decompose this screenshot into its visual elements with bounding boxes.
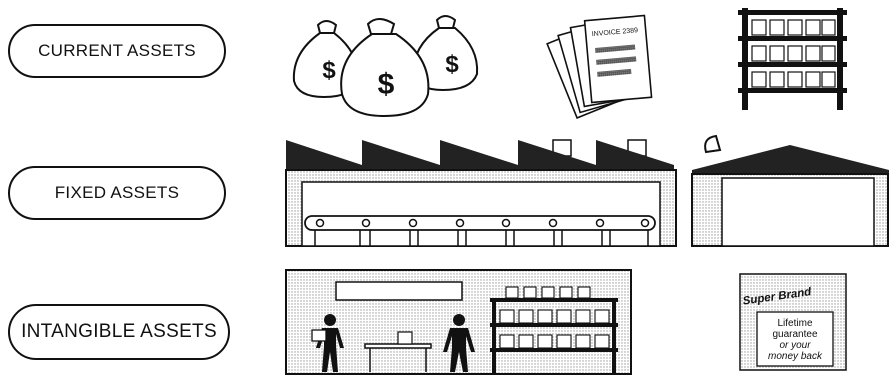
- warehouse-icon: [692, 136, 889, 246]
- guarantee-line-3: or your: [779, 340, 811, 351]
- stock-shelves-icon: [738, 8, 847, 110]
- guarantee-line-2: guarantee: [772, 329, 817, 340]
- invoices-icon: INVOICE 2389: [547, 16, 651, 118]
- dollar-sign-right: $: [445, 51, 459, 78]
- guarantee-line-1: Lifetime: [777, 318, 812, 329]
- money-bags-icon: $ $ $: [294, 16, 477, 116]
- brand-package-icon: Super Brand Lifetime guarantee or your m…: [740, 274, 846, 370]
- shop-interior-icon: [286, 270, 631, 374]
- dollar-sign-center: $: [378, 68, 395, 101]
- dollar-sign-left: $: [322, 57, 336, 84]
- guarantee-line-4: money back: [768, 351, 823, 362]
- factory-icon: [286, 140, 676, 246]
